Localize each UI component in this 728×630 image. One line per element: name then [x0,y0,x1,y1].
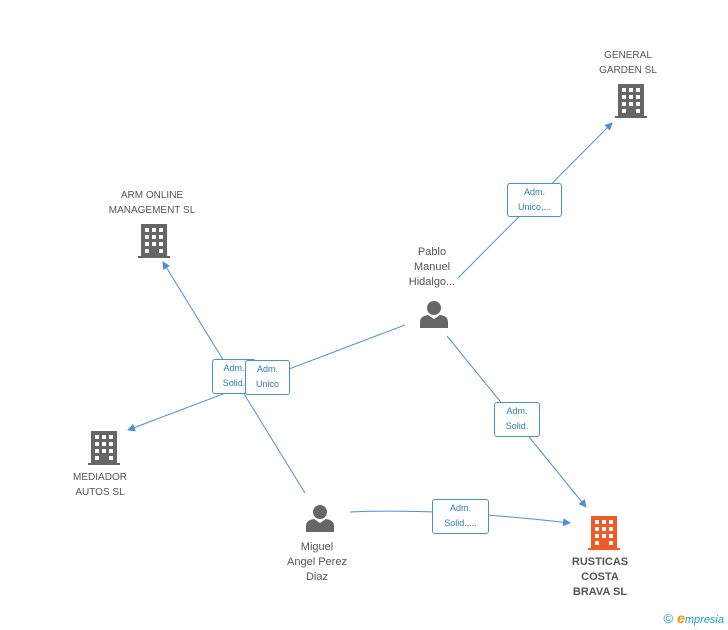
label-miguel[interactable]: Miguel Angel Perez Diaz [287,541,347,583]
edge-label-miguel-rusticas[interactable]: Adm. Solid.,... [432,499,489,534]
label-general-garden[interactable]: GENERAL GARDEN SL [599,50,657,76]
person-icon-pablo[interactable] [420,300,448,328]
brand-logo-e: e [677,610,685,626]
person-icon-miguel[interactable] [306,504,334,532]
brand-footer: ©empresia [663,610,724,626]
building-icon-mediador[interactable] [88,431,120,465]
label-arm-online[interactable]: ARM ONLINE MANAGEMENT SL [108,190,196,216]
edge-label-pablo-general[interactable]: Adm. Unico,... [507,183,562,217]
label-mediador[interactable]: MEDIADOR AUTOS SL [73,472,127,498]
label-rusticas[interactable]: RUSTICAS COSTA BRAVA SL [571,556,629,598]
copyright-icon: © [663,611,674,626]
edge-label-pablo-mediador[interactable]: Adm. Unico [245,360,290,395]
label-pablo[interactable]: Pablo Manuel Hidalgo... [408,246,456,288]
building-icon-arm-online[interactable] [138,224,170,258]
building-icon-general-garden[interactable] [615,84,647,118]
building-icon-rusticas[interactable] [588,516,620,550]
brand-name: mpresia [684,614,724,626]
edge-label-pablo-rusticas[interactable]: Adm. Solid. [494,402,540,437]
